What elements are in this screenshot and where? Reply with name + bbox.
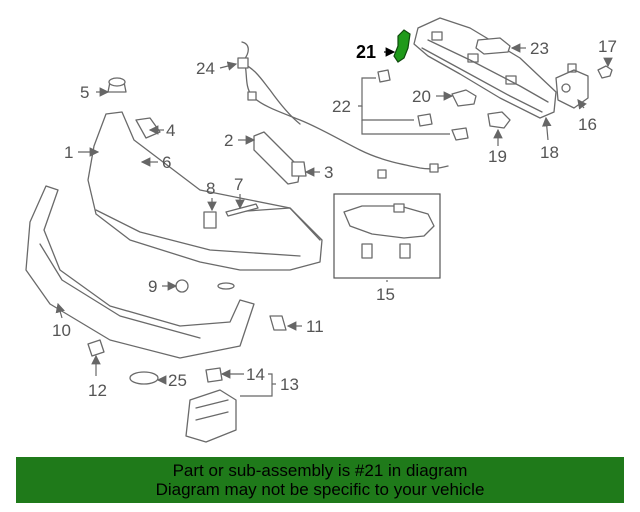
parts-diagram: 1 2 3 4 5 6 7 8 9 10 11 12 13 14 15 16 1… — [25, 17, 617, 443]
callout-10: 10 — [52, 321, 71, 340]
reinforcement-beam-part — [413, 17, 557, 119]
callout-9: 9 — [148, 277, 157, 296]
callout-13: 13 — [280, 375, 299, 394]
clip-14-part — [205, 367, 223, 383]
callout-8: 8 — [206, 179, 215, 198]
bolt-11-part — [269, 315, 287, 331]
callout-20: 20 — [412, 87, 431, 106]
guard-13-part — [185, 389, 237, 443]
callout-4: 4 — [166, 121, 175, 140]
callout-22: 22 — [332, 97, 351, 116]
callout-5: 5 — [80, 83, 89, 102]
clip-19-part — [487, 111, 511, 129]
seal-25-part — [129, 371, 159, 385]
callout-16: 16 — [578, 115, 597, 134]
callout-7: 7 — [234, 175, 243, 194]
callout-15: 15 — [376, 285, 395, 304]
bracket-2-part — [253, 131, 301, 185]
bracket-16-part — [555, 63, 589, 109]
callout-19: 19 — [488, 147, 507, 166]
banner-line-disclaimer: Diagram may not be specific to your vehi… — [155, 480, 485, 499]
callout-25: 25 — [168, 371, 187, 390]
callout-12: 12 — [88, 381, 107, 400]
info-banner: Part or sub-assembly is #21 in diagram D… — [16, 457, 624, 503]
lamp-inset-15-part — [333, 193, 441, 279]
callout-23: 23 — [530, 39, 549, 58]
banner-line-part-number: Part or sub-assembly is #21 in diagram — [172, 461, 468, 480]
wiring-harness-24-part — [237, 41, 449, 179]
tape-7-part — [225, 203, 259, 217]
callout-21-highlighted: 21 — [356, 42, 376, 62]
upper-bumper-cover-1-part — [87, 111, 323, 290]
callout-24: 24 — [196, 59, 215, 78]
callout-17: 17 — [598, 37, 617, 56]
lower-bumper-cover-10-part — [25, 185, 255, 359]
callout-18: 18 — [540, 143, 559, 162]
reflector-9-part — [175, 279, 189, 293]
bolt-3-part — [291, 161, 307, 177]
pad-23-part — [475, 37, 511, 55]
highlighted-bracket-21 — [393, 29, 411, 63]
clip-12-part — [87, 339, 105, 357]
callout-14: 14 — [246, 365, 265, 384]
grommet-5-part — [107, 77, 127, 93]
bolt-17-part — [597, 65, 613, 79]
callout-1: 1 — [64, 143, 73, 162]
bracket-4-part — [135, 117, 161, 139]
callout-11: 11 — [306, 317, 324, 336]
callout-3: 3 — [324, 163, 333, 182]
callout-2: 2 — [224, 131, 233, 150]
clip-20-part — [451, 89, 477, 107]
pad-8-part — [203, 211, 217, 229]
bolts-22-part — [377, 69, 469, 141]
callout-6: 6 — [162, 153, 171, 172]
